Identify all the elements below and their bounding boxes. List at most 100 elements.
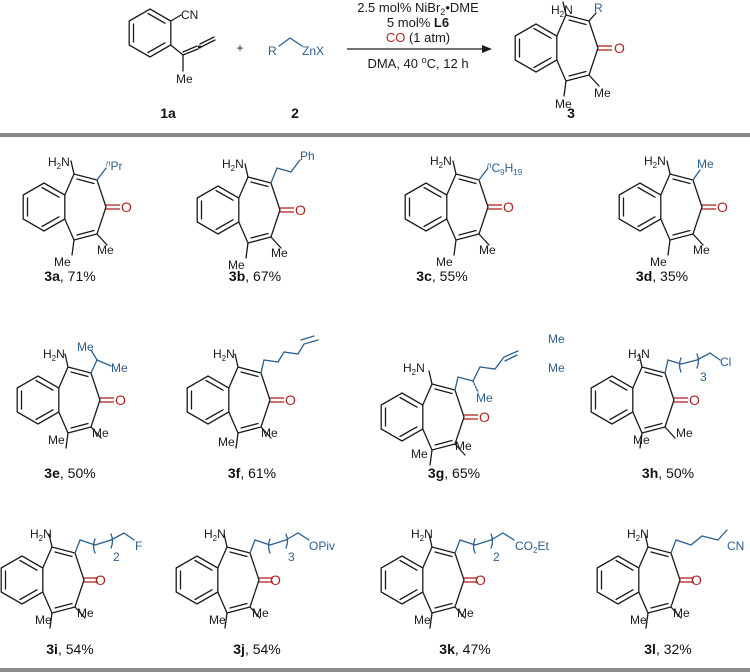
svg-text:3: 3 [700, 370, 707, 384]
svg-text:Me: Me [209, 613, 226, 627]
svg-text:Ph: Ph [300, 149, 315, 163]
svg-text:3j, 54%: 3j, 54% [233, 641, 281, 657]
svg-text:Me: Me [548, 332, 565, 346]
svg-text:3c, 55%: 3c, 55% [416, 268, 467, 284]
svg-text:O: O [479, 409, 490, 425]
svg-text:Me: Me [411, 447, 428, 461]
svg-text:H2N: H2N [430, 154, 452, 170]
svg-text:nC9H19: nC9H19 [487, 161, 523, 177]
svg-text:O: O [115, 392, 126, 408]
svg-text:H2N: H2N [644, 154, 666, 170]
zinc-label: ZnX [302, 44, 324, 58]
product-3l: CN H2N O Me Me 3l, 32% [596, 527, 744, 657]
svg-text:3: 3 [288, 550, 295, 564]
arrow-head [482, 45, 492, 53]
svg-text:3f, 61%: 3f, 61% [228, 465, 276, 481]
methyl-label: Me [594, 86, 611, 100]
svg-text:H2N: H2N [411, 527, 433, 543]
svg-text:Me: Me [218, 435, 235, 449]
product-3c: H2N nC9H19 O Me Me 3c, 55% [404, 154, 523, 284]
svg-text:Me: Me [111, 361, 128, 375]
svg-text:H2N: H2N [213, 347, 235, 363]
svg-text:Me: Me [35, 613, 52, 627]
catalyst-line: 2.5 mol% NiBr2•DME [357, 0, 479, 17]
svg-text:Me: Me [228, 258, 245, 272]
svg-text:Me: Me [673, 606, 690, 620]
svg-text:Me: Me [271, 246, 288, 260]
svg-text:H2N: H2N [43, 347, 65, 363]
svg-text:O: O [295, 202, 306, 218]
plus-sign: + [236, 41, 243, 55]
svg-text:3k, 47%: 3k, 47% [439, 641, 490, 657]
reactant-1a: CN Me 1a [128, 8, 216, 121]
product-3b: H2N Ph O Me Me 3b, 67% [196, 149, 315, 284]
svg-text:3a, 71%: 3a, 71% [44, 268, 95, 284]
svg-text:H2N: H2N [222, 157, 244, 173]
amine-label: H2N [551, 3, 573, 19]
svg-text:O: O [691, 572, 702, 588]
svg-text:H2N: H2N [403, 361, 425, 377]
svg-text:Me: Me [261, 426, 278, 440]
svg-text:Me: Me [693, 243, 710, 257]
reaction-conditions: 2.5 mol% NiBr2•DME 5 mol% L6 CO (1 atm) … [347, 0, 492, 71]
svg-text:Me: Me [252, 606, 269, 620]
product-3-general: H2N R O Me Me 3 [514, 1, 625, 121]
product-3a: H2N nPr O Me Me 3a, 71% [22, 155, 132, 284]
svg-text:3g, 65%: 3g, 65% [428, 465, 480, 481]
product-3j: 3 OPiv H2N O Me Me 3j, 54% [175, 527, 335, 657]
svg-text:CN: CN [727, 539, 744, 553]
compound-id-2: 2 [291, 105, 299, 121]
svg-text:3i, 54%: 3i, 54% [46, 641, 94, 657]
svg-text:3h, 50%: 3h, 50% [642, 465, 694, 481]
svg-text:3l, 32%: 3l, 32% [644, 641, 692, 657]
product-3d: H2N Me O Me Me 3d, 35% [618, 154, 728, 284]
svg-text:H2N: H2N [30, 527, 52, 543]
svg-text:Me: Me [697, 157, 714, 171]
svg-text:O: O [285, 392, 296, 408]
product-3i: 2 F H2N O Me Me 3i, 54% [0, 527, 142, 657]
svg-text:Cl: Cl [720, 355, 731, 369]
co-line: CO (1 atm) [386, 30, 450, 45]
svg-text:H2N: H2N [628, 347, 650, 363]
svg-text:3e, 50%: 3e, 50% [44, 465, 95, 481]
svg-text:3d, 35%: 3d, 35% [636, 268, 688, 284]
svg-text:Me: Me [97, 243, 114, 257]
product-3f: H2N O Me Me 3f, 61% [186, 335, 319, 481]
ligand-line: 5 mol% L6 [387, 15, 449, 30]
svg-text:Me: Me [77, 606, 94, 620]
svg-text:H2N: H2N [204, 527, 226, 543]
bottom-border [0, 668, 750, 672]
svg-text:Me: Me [92, 426, 109, 440]
svg-text:O: O [270, 572, 281, 588]
svg-text:OPiv: OPiv [309, 539, 335, 553]
svg-text:O: O [503, 199, 514, 215]
svg-text:O: O [475, 572, 486, 588]
svg-text:nPr: nPr [106, 159, 122, 173]
svg-text:Me: Me [476, 391, 493, 405]
svg-text:2: 2 [113, 550, 120, 564]
svg-text:Me: Me [676, 426, 693, 440]
svg-text:CO2Et: CO2Et [515, 539, 549, 555]
svg-text:Me: Me [414, 613, 431, 627]
section-divider [0, 133, 750, 137]
svg-text:O: O [717, 199, 728, 215]
svg-text:Me: Me [436, 255, 453, 269]
svg-text:F: F [135, 539, 142, 553]
methyl-label: Me [176, 72, 193, 86]
svg-text:3b, 67%: 3b, 67% [229, 268, 281, 284]
compound-id-1a: 1a [160, 105, 176, 121]
svg-text:Me: Me [455, 439, 472, 453]
product-3g: H2N Me Me Me O Me Me 3g, 65% [380, 332, 565, 481]
svg-text:Me: Me [633, 433, 650, 447]
svg-text:2: 2 [493, 550, 500, 564]
svg-text:O: O [95, 572, 106, 588]
r-group-label: R [268, 44, 277, 58]
r-group-label: R [594, 1, 603, 15]
solvent-line: DMA, 40 oC, 12 h [367, 55, 468, 71]
svg-text:Me: Me [630, 613, 647, 627]
svg-text:Me: Me [479, 243, 496, 257]
compound-id-3: 3 [567, 105, 575, 121]
reactant-2: R ZnX 2 [268, 37, 324, 121]
svg-text:Me: Me [77, 340, 94, 354]
